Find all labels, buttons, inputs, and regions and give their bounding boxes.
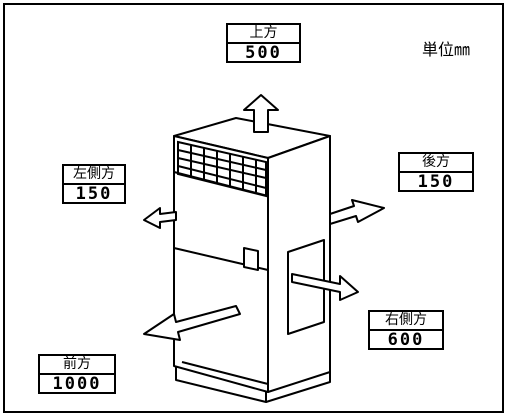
clearance-rear-label: 後方 [400, 154, 472, 173]
clearance-front-value: 1000 [52, 374, 102, 394]
clearance-left: 左側方 150 [62, 164, 126, 204]
airflow-arrow-right [291, 273, 359, 301]
airflow-arrow-rear [329, 199, 385, 225]
clearance-right: 右側方 600 [368, 310, 444, 350]
diagram-border [3, 3, 504, 413]
clearance-top-label: 上方 [228, 25, 299, 44]
unit-grille [177, 140, 267, 198]
unit-label: 単位㎜ [422, 40, 471, 59]
clearance-right-label: 右側方 [370, 312, 442, 331]
unit-base [175, 366, 267, 403]
clearance-right-value: 600 [387, 330, 425, 350]
airflow-arrow-up [243, 94, 279, 133]
clearance-top-value: 500 [245, 43, 282, 63]
clearance-top: 上方 500 [226, 23, 301, 63]
side-vent-panel [287, 239, 325, 335]
airflow-arrow-left [143, 207, 177, 229]
clearance-rear: 後方 150 [398, 152, 474, 192]
front-small-window [243, 247, 259, 271]
clearance-left-value: 150 [75, 184, 113, 204]
clearance-front: 前方 1000 [38, 354, 116, 394]
air-conditioner-unit [173, 117, 331, 403]
clearance-front-label: 前方 [40, 356, 114, 375]
clearance-rear-value: 150 [417, 172, 455, 192]
airflow-arrow-front [143, 305, 241, 341]
clearance-left-label: 左側方 [64, 166, 124, 185]
